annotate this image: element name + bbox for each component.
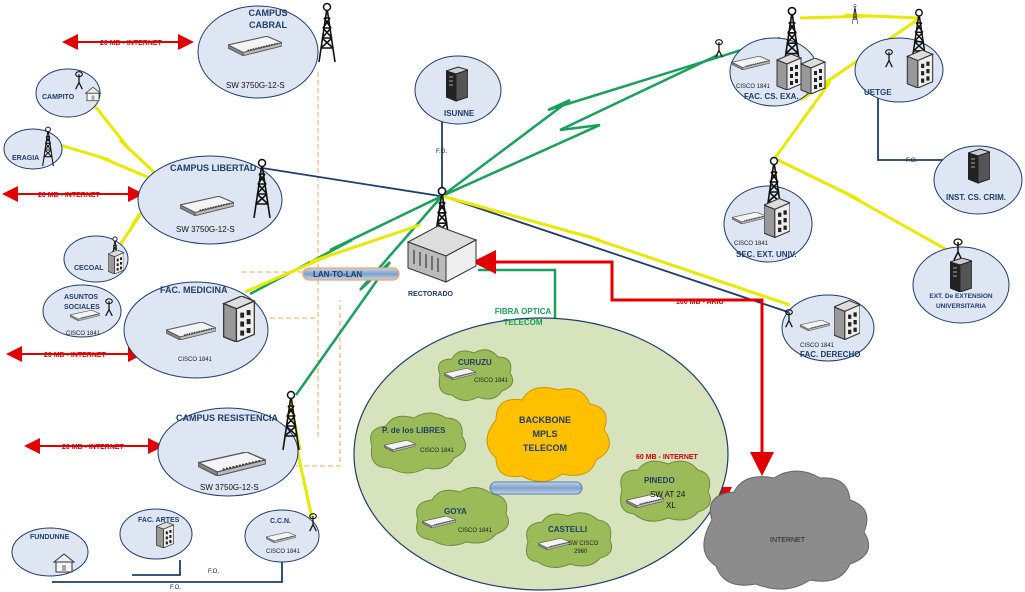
internet-20mb-label-libertad: 20 MB - INTERNET [38, 192, 101, 199]
fibra-optica-label-2: TELECOM [503, 318, 542, 327]
fac-cs-exa-device: CISCO 1841 [736, 84, 771, 90]
building-icon-derecho [834, 300, 860, 340]
campus-libertad-device: SW 3750G-12-S [176, 225, 235, 234]
castelli-label: CASTELLI [548, 525, 587, 534]
fac-medicina-label: FAC. MEDICINA [160, 285, 228, 295]
building-icon-fac-artes [156, 522, 174, 548]
fo-label-artes: F.O. [208, 569, 219, 575]
internet-20mb-label-resistencia: 20 MB - INTERNET [62, 444, 125, 451]
asuntos-sociales-device: CISCO 1841 [66, 331, 101, 337]
cloud-internet [703, 470, 870, 590]
lan-to-lan-tube [302, 267, 400, 281]
rectorado-label: RECTORADO [408, 291, 454, 298]
sec-ext-univ-device: CISCO 1841 [734, 241, 769, 247]
building-icon-medicina [222, 296, 256, 342]
tower-icon-cabral [318, 2, 336, 62]
red-internet-arrows [2, 34, 194, 454]
building-icon-fac-cs-exa [776, 54, 802, 90]
campus-libertad-label: CAMPUS LIBERTAD [170, 163, 257, 173]
fo-label-isunne: F.O. [436, 149, 447, 155]
cloud-curuzu [438, 349, 514, 401]
fac-artes-label: FAC. ARTES [138, 517, 180, 524]
cecoal-label: CECOAL [74, 265, 104, 272]
ariu-100mb-label: 100 MB - ARIU [676, 299, 724, 306]
pinedo-device-2: XL [666, 501, 676, 510]
fo-label-uetge: F.O. [906, 158, 917, 164]
asuntos-sociales-label-2: SOCIALES [64, 304, 100, 311]
campus-cabral-label-2: CABRAL [249, 20, 287, 30]
internet-cloud-label: INTERNET [770, 537, 806, 544]
campus-resistencia-device: SW 3750G-12-S [200, 483, 259, 492]
fac-derecho-label: FAC. DERECHO [800, 350, 860, 359]
server-icon-inst-cs-crim [968, 148, 990, 184]
antenna-icon-fac-cs-exa [714, 38, 724, 58]
p-libres-device: CISCO 1841 [420, 448, 455, 454]
backbone-label-1: BACKBONE [519, 415, 571, 425]
rectorado-building-icon [406, 225, 478, 283]
curuzu-device: CISCO 1841 [474, 378, 509, 384]
fundunne-label: FUNDUNNE [30, 534, 70, 541]
fac-medicina-device: CISCO 1841 [178, 357, 213, 363]
campito-label: CAMPITO [42, 94, 75, 101]
building-icon-uetge [906, 50, 934, 88]
fibra-optica-label-1: FIBRA OPTICA [495, 307, 552, 316]
cloud-backbone [486, 387, 610, 482]
p-libres-label: P. de los LIBRES [382, 426, 446, 435]
internet-20mb-label-cabral: 20 MB - INTERNET [100, 40, 163, 47]
curuzu-label: CURUZU [458, 358, 492, 367]
backbone-label-3: TELECOM [523, 443, 567, 453]
ext-extension-label-1: EXT. De EXTENSION [929, 293, 993, 300]
inst-cs-crim-label: INST. CS. CRIM. [946, 193, 1006, 202]
internet-60mb-label: 60 MB - INTERNET [636, 454, 699, 461]
castelli-device-2: 2960 [574, 549, 588, 555]
lan-to-lan-label: LAN-TO-LAN [313, 270, 362, 279]
server-icon-isunne [446, 66, 468, 102]
campus-cabral-device: SW 3750G-12-S [226, 81, 285, 90]
ext-extension-label-2: UNIVERSITARIA [936, 303, 986, 310]
ccn-label: C.C.N. [270, 518, 291, 525]
cloud-goya [416, 487, 509, 546]
mpls-tube [489, 481, 583, 495]
castelli-device-1: SW CISCO [568, 541, 599, 547]
fac-derecho-device: CISCO 1841 [800, 343, 835, 349]
building-icon-sec-ext [764, 198, 790, 238]
backbone-label-2: MPLS [532, 429, 557, 439]
asuntos-sociales-label-1: ASUNTOS [64, 294, 98, 301]
ccn-device: CISCO 1841 [266, 549, 301, 555]
campus-cabral-label-1: CAMPUS [248, 8, 287, 18]
cloud-castelli [525, 512, 613, 568]
sec-ext-univ-label: SEC. EXT. UNIV. [736, 250, 797, 259]
dashed-orange-links [238, 72, 341, 467]
pinedo-label: PINEDO [644, 476, 675, 485]
pinedo-device-1: SW AT 24 [650, 490, 686, 499]
bubble-asuntos-sociales [42, 284, 122, 338]
campus-resistencia-label: CAMPUS RESISTENCIA [176, 413, 279, 423]
isunne-label: ISUNNE [444, 109, 475, 118]
goya-label: GOYA [444, 507, 467, 516]
bubble-campus-resistencia [157, 407, 299, 497]
fac-cs-exa-label: FAC. CS. EXA. [744, 92, 799, 101]
fo-label-fundunne: F.O. [170, 585, 181, 591]
cloud-p-libres [370, 412, 467, 474]
goya-device: CISCO 1841 [458, 528, 493, 534]
eragia-label: ERAGIA [12, 155, 39, 162]
uetge-label: UETGE [864, 88, 892, 97]
building-icon-cecoal [108, 250, 124, 274]
internet-20mb-label-medicina: 20 MB - INTERNET [44, 352, 107, 359]
server-icon-ext-extension [950, 258, 972, 292]
building-icon-fac-cs-exa-2 [800, 58, 826, 94]
